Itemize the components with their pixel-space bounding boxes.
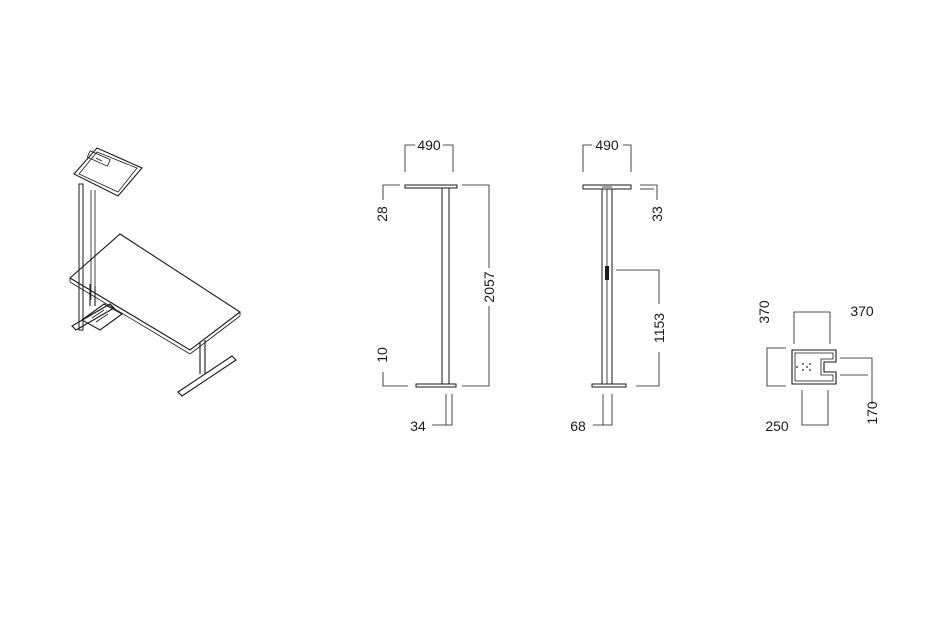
base-notch-width-dimension: 250 xyxy=(765,390,829,434)
lamp-head-iso xyxy=(73,147,143,197)
side-pole-width-dimension: 68 xyxy=(570,394,613,434)
base-notch-depth-dimension: 170 xyxy=(840,357,880,425)
desk-leg-front xyxy=(177,340,237,397)
front-head-height-label: 28 xyxy=(374,206,390,222)
front-top-width-dimension: 490 xyxy=(404,137,454,172)
front-pole-width-dimension: 34 xyxy=(410,394,453,434)
side-switch-height-dimension: 1153 xyxy=(616,269,667,387)
front-base-height-dimension: 10 xyxy=(374,347,408,387)
isometric-view xyxy=(69,147,241,397)
front-lamp-head xyxy=(404,184,458,189)
front-pole-width-label: 34 xyxy=(410,418,426,434)
base-width-dimension: 370 xyxy=(793,303,874,344)
front-lamp-pole xyxy=(441,187,450,386)
base-width-label: 370 xyxy=(850,303,874,319)
side-top-width-dimension: 490 xyxy=(582,137,632,172)
base-plate xyxy=(791,349,837,385)
front-top-width-label: 490 xyxy=(417,137,441,153)
base-depth-label: 370 xyxy=(756,300,772,324)
base-plan-view: 370 370 250 170 xyxy=(756,300,880,434)
side-head-height-dimension: 33 xyxy=(640,184,665,222)
side-view: 490 33 1153 68 xyxy=(570,137,667,434)
base-notch-width-label: 250 xyxy=(765,418,789,434)
base-depth-dimension: 370 xyxy=(756,300,786,387)
lamp-base-iso xyxy=(80,303,124,331)
lamp-pole-iso xyxy=(78,183,84,331)
side-lamp-base xyxy=(591,383,627,388)
front-view: 490 28 2057 10 34 xyxy=(374,137,497,434)
front-total-height-dimension: 2057 xyxy=(462,184,497,387)
side-head-height-label: 33 xyxy=(649,206,665,222)
front-total-height-label: 2057 xyxy=(481,271,497,302)
side-lamp-switch xyxy=(605,266,609,280)
base-notch-depth-label: 170 xyxy=(864,401,880,425)
front-head-height-dimension: 28 xyxy=(374,184,400,222)
front-base-height-label: 10 xyxy=(374,347,390,363)
side-top-width-label: 490 xyxy=(595,137,619,153)
side-switch-height-label: 1153 xyxy=(651,313,667,343)
front-lamp-base xyxy=(415,383,457,388)
desk-leg-back xyxy=(71,284,115,331)
side-pole-width-label: 68 xyxy=(570,418,586,434)
